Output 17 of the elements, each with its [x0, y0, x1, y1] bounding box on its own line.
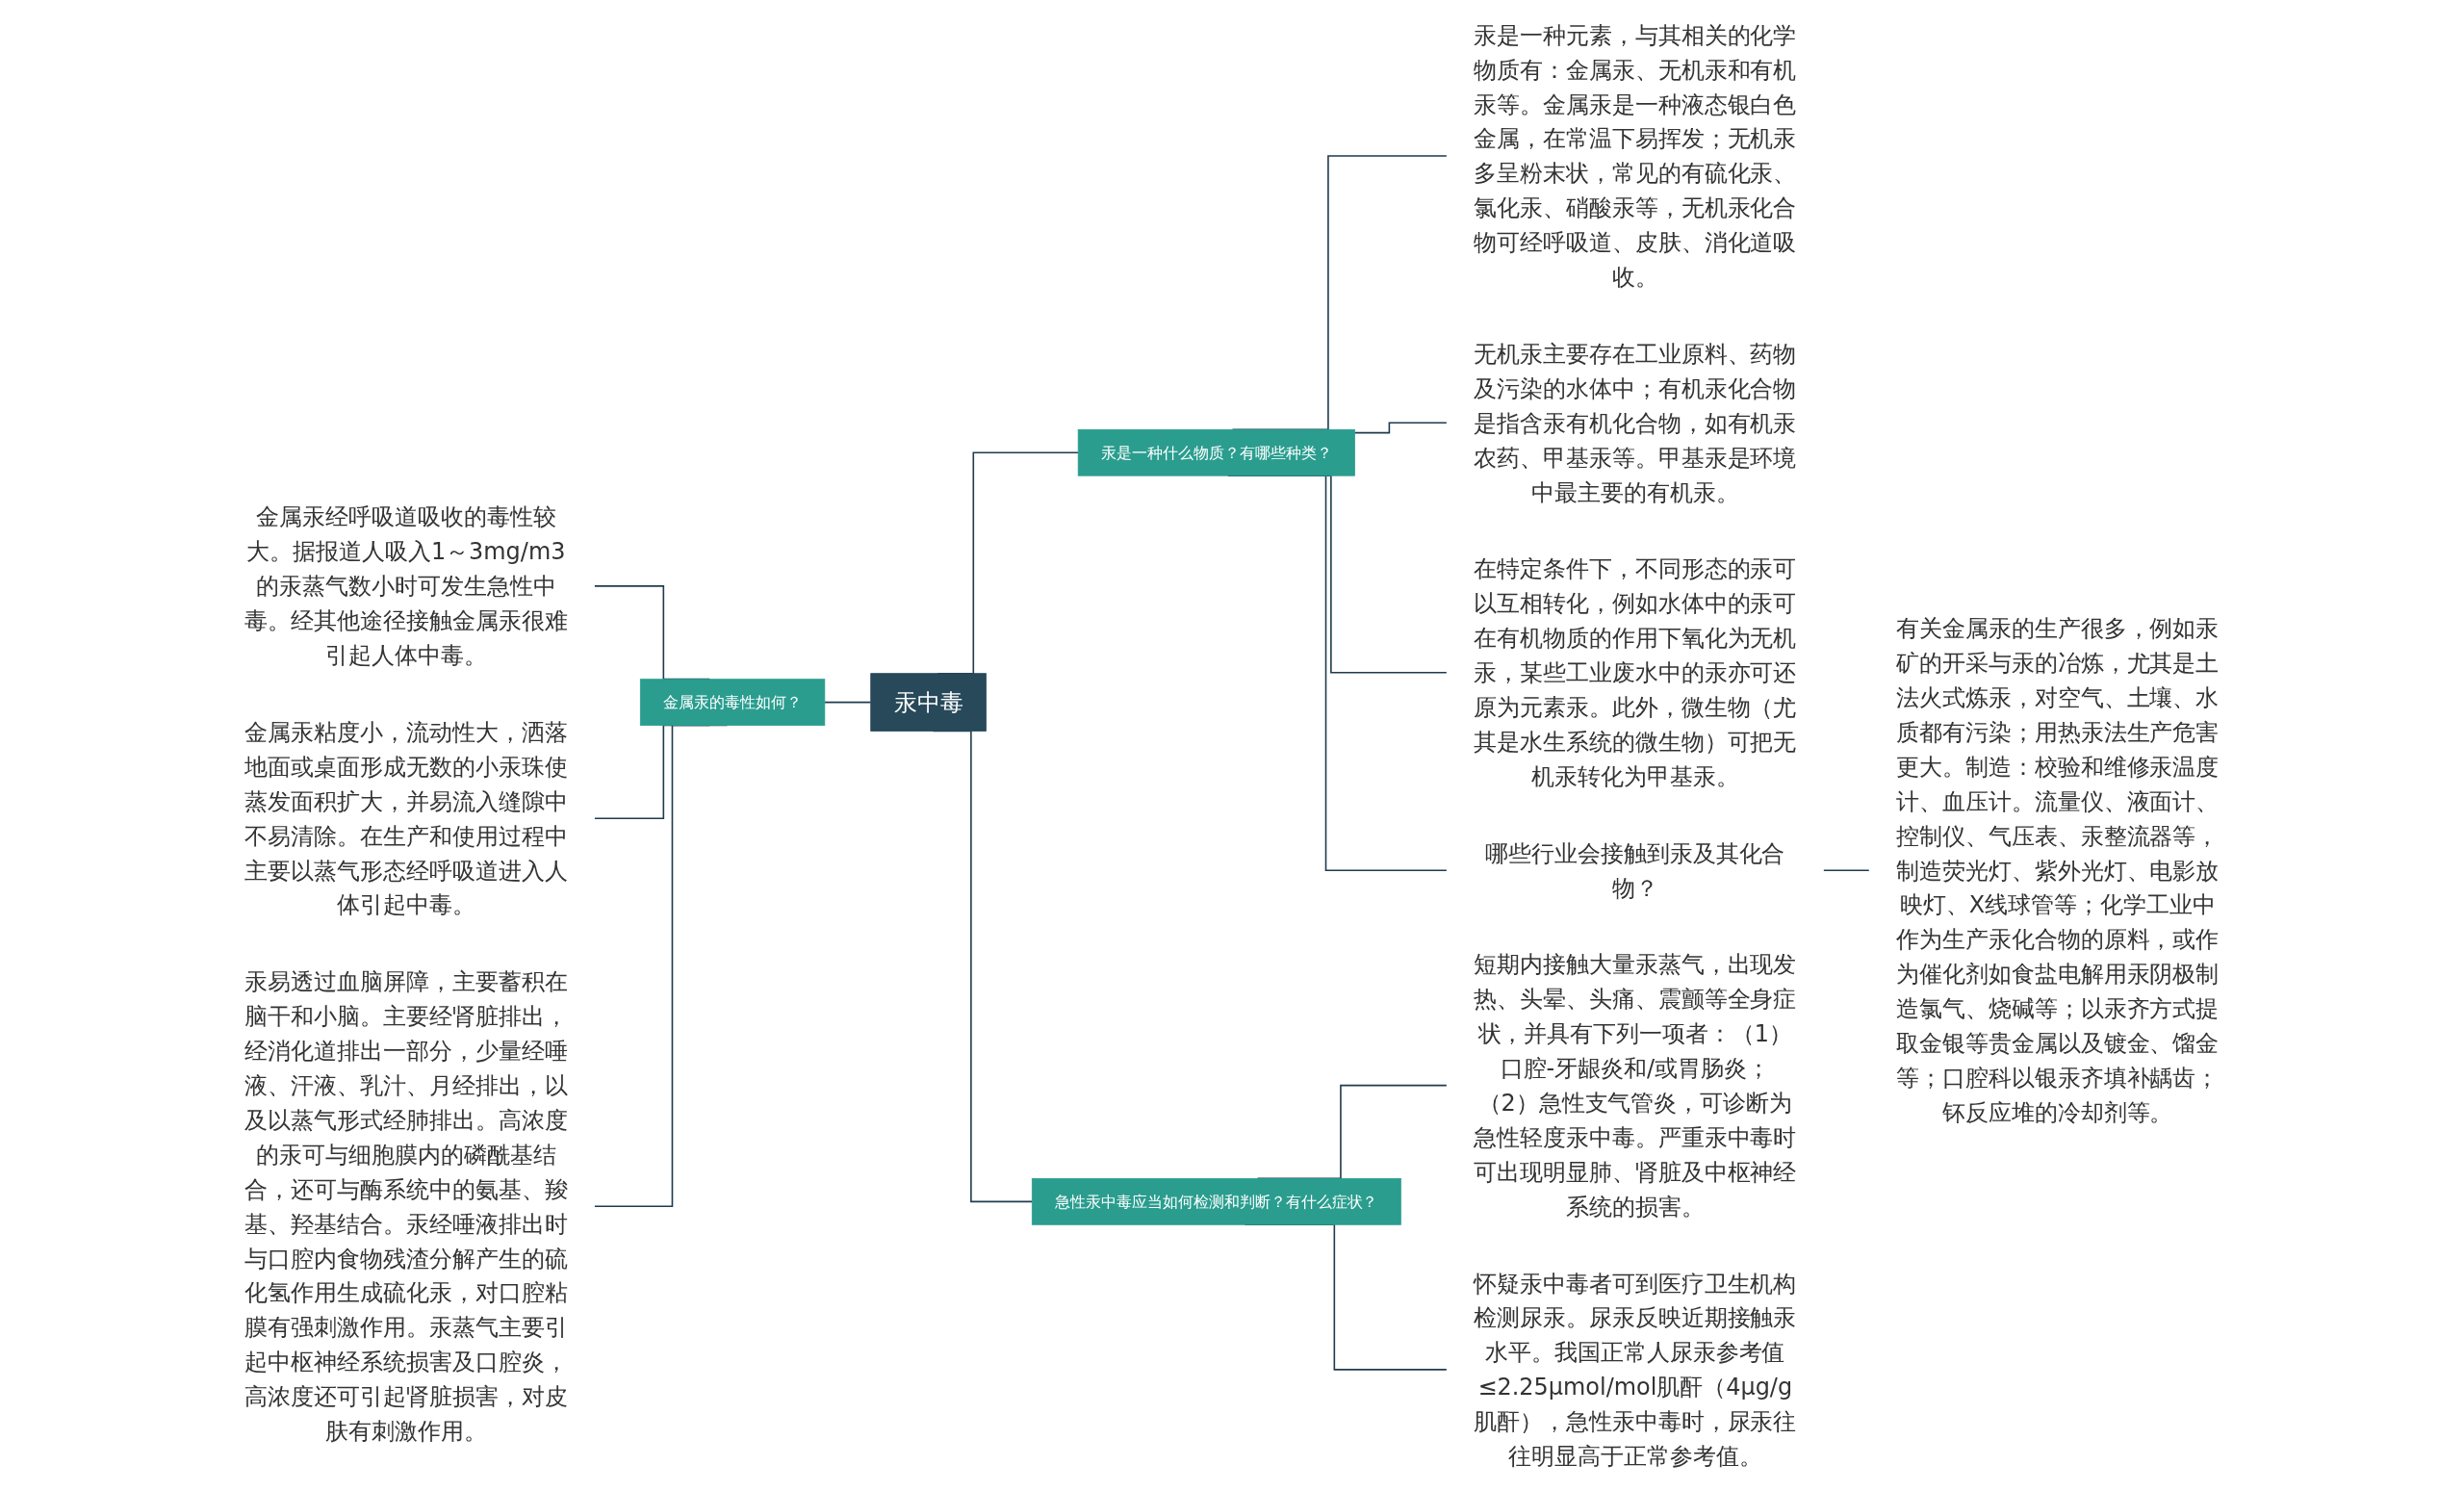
- node-box: 金属汞的毒性如何？: [640, 679, 826, 726]
- node-text: 金属汞经呼吸道吸收的毒性较大。据报道人吸入1～3mg/m3的汞蒸气数小时可发生急性中毒。经其他途径接触金属汞很难引起人体中毒。: [244, 503, 568, 669]
- connector: [824, 701, 872, 704]
- node-text: 哪些行业会接触到汞及其化合物？: [1485, 839, 1785, 902]
- connector: [1353, 422, 1449, 434]
- node-box: 急性汞中毒应当如何检测和判断？有什么症状？: [1032, 1178, 1401, 1225]
- node-text: 汞是一种元素，与其相关的化学物质有：金属汞、无机汞和有机汞等。金属汞是一种液态银白色金属，在常温下易挥发；无机汞多呈粉末状，常见的有硫化汞、氯化汞、硝酸汞等，无机汞化合物可经呼吸道、皮肤、消化道吸收。: [1474, 21, 1797, 291]
- node-text: 在特定条件下，不同形态的汞可以互相转化，例如水体中的汞可在有机物质的作用下氧化为无机汞，某些工业废水中的汞亦可还原为元素汞。此外，微生物（尤其是水生系统的微生物）可把无机汞转化为甲基汞。: [1474, 554, 1797, 790]
- node-text: 无机汞主要存在工业原料、药物及污染的水体中；有机汞化合物是指含汞有机化合物，如有机汞农药、甲基汞等。甲基汞是环境中最主要的有机汞。: [1474, 340, 1797, 506]
- node-text: 有关金属汞的生产很多，例如汞矿的开采与汞的冶炼，尤其是土法火式炼汞，对空气、土壤、水质都有污染；用热汞法生产危害更大。制造：校验和维修汞温度计、血压计。流量仪、液面计、控制仪、气压表、汞整流器等，制造荧光灯、紫外光灯、电影放映灯、X线球管等；化学工业中作为生产汞化合物的原料，或作为催化剂如食盐电解用汞阴极制造氯气、烧碱等；以汞齐方式提取金银等贵金属以及镀金、馏金等；口腔科以银汞齐填补龋齿；钚反应堆的冷却剂等。: [1896, 614, 2220, 1126]
- node-box: 汞是一种什么物质？有哪些种类？: [1078, 428, 1356, 476]
- node-box: 汞中毒: [870, 673, 988, 732]
- node-text: 怀疑汞中毒者可到医疗卫生机构检测尿汞。尿汞反映近期接触汞水平。我国正常人尿汞参考值≤2.25μmol/mol肌酐（4μg/g肌酐），急性汞中毒时，尿汞往往明显高于正常参考值。: [1474, 1270, 1797, 1470]
- node-text: 短期内接触大量汞蒸气，出现发热、头晕、头痛、震颤等全身症状，并具有下列一项者：（1）口腔-牙龈炎和/或胃肠炎；（2）急性支气管炎，可诊断为急性轻度汞中毒。严重汞中毒时可出现明显肺、肾脏及中枢神经系统的损害。: [1474, 950, 1797, 1221]
- node-text: 汞易透过血脑屏障，主要蓄积在脑干和小脑。主要经肾脏排出，经消化道排出一部分，少量经唾液、汗液、乳汁、月经排出，以及以蒸气形式经肺排出。高浓度的汞可与细胞膜内的磷酰基结合，还可与酶系统中的氨基、羧基、羟基结合。汞经唾液排出时与口腔内食物残渣分解产生的硫化氢作用生成硫化汞，对口腔粘膜有强刺激作用。汞蒸气主要引起中枢神经系统损害及口腔炎，高浓度还可引起肾脏损害，对皮肤有刺激作用。: [244, 967, 568, 1445]
- node-text: 金属汞粘度小，流动性大，洒落地面或桌面形成无数的小汞珠使蒸发面积扩大，并易流入缝隙中不易清除。在生产和使用过程中主要以蒸气形态经呼吸道进入人体引起中毒。: [244, 718, 568, 919]
- connector: [1822, 869, 1871, 871]
